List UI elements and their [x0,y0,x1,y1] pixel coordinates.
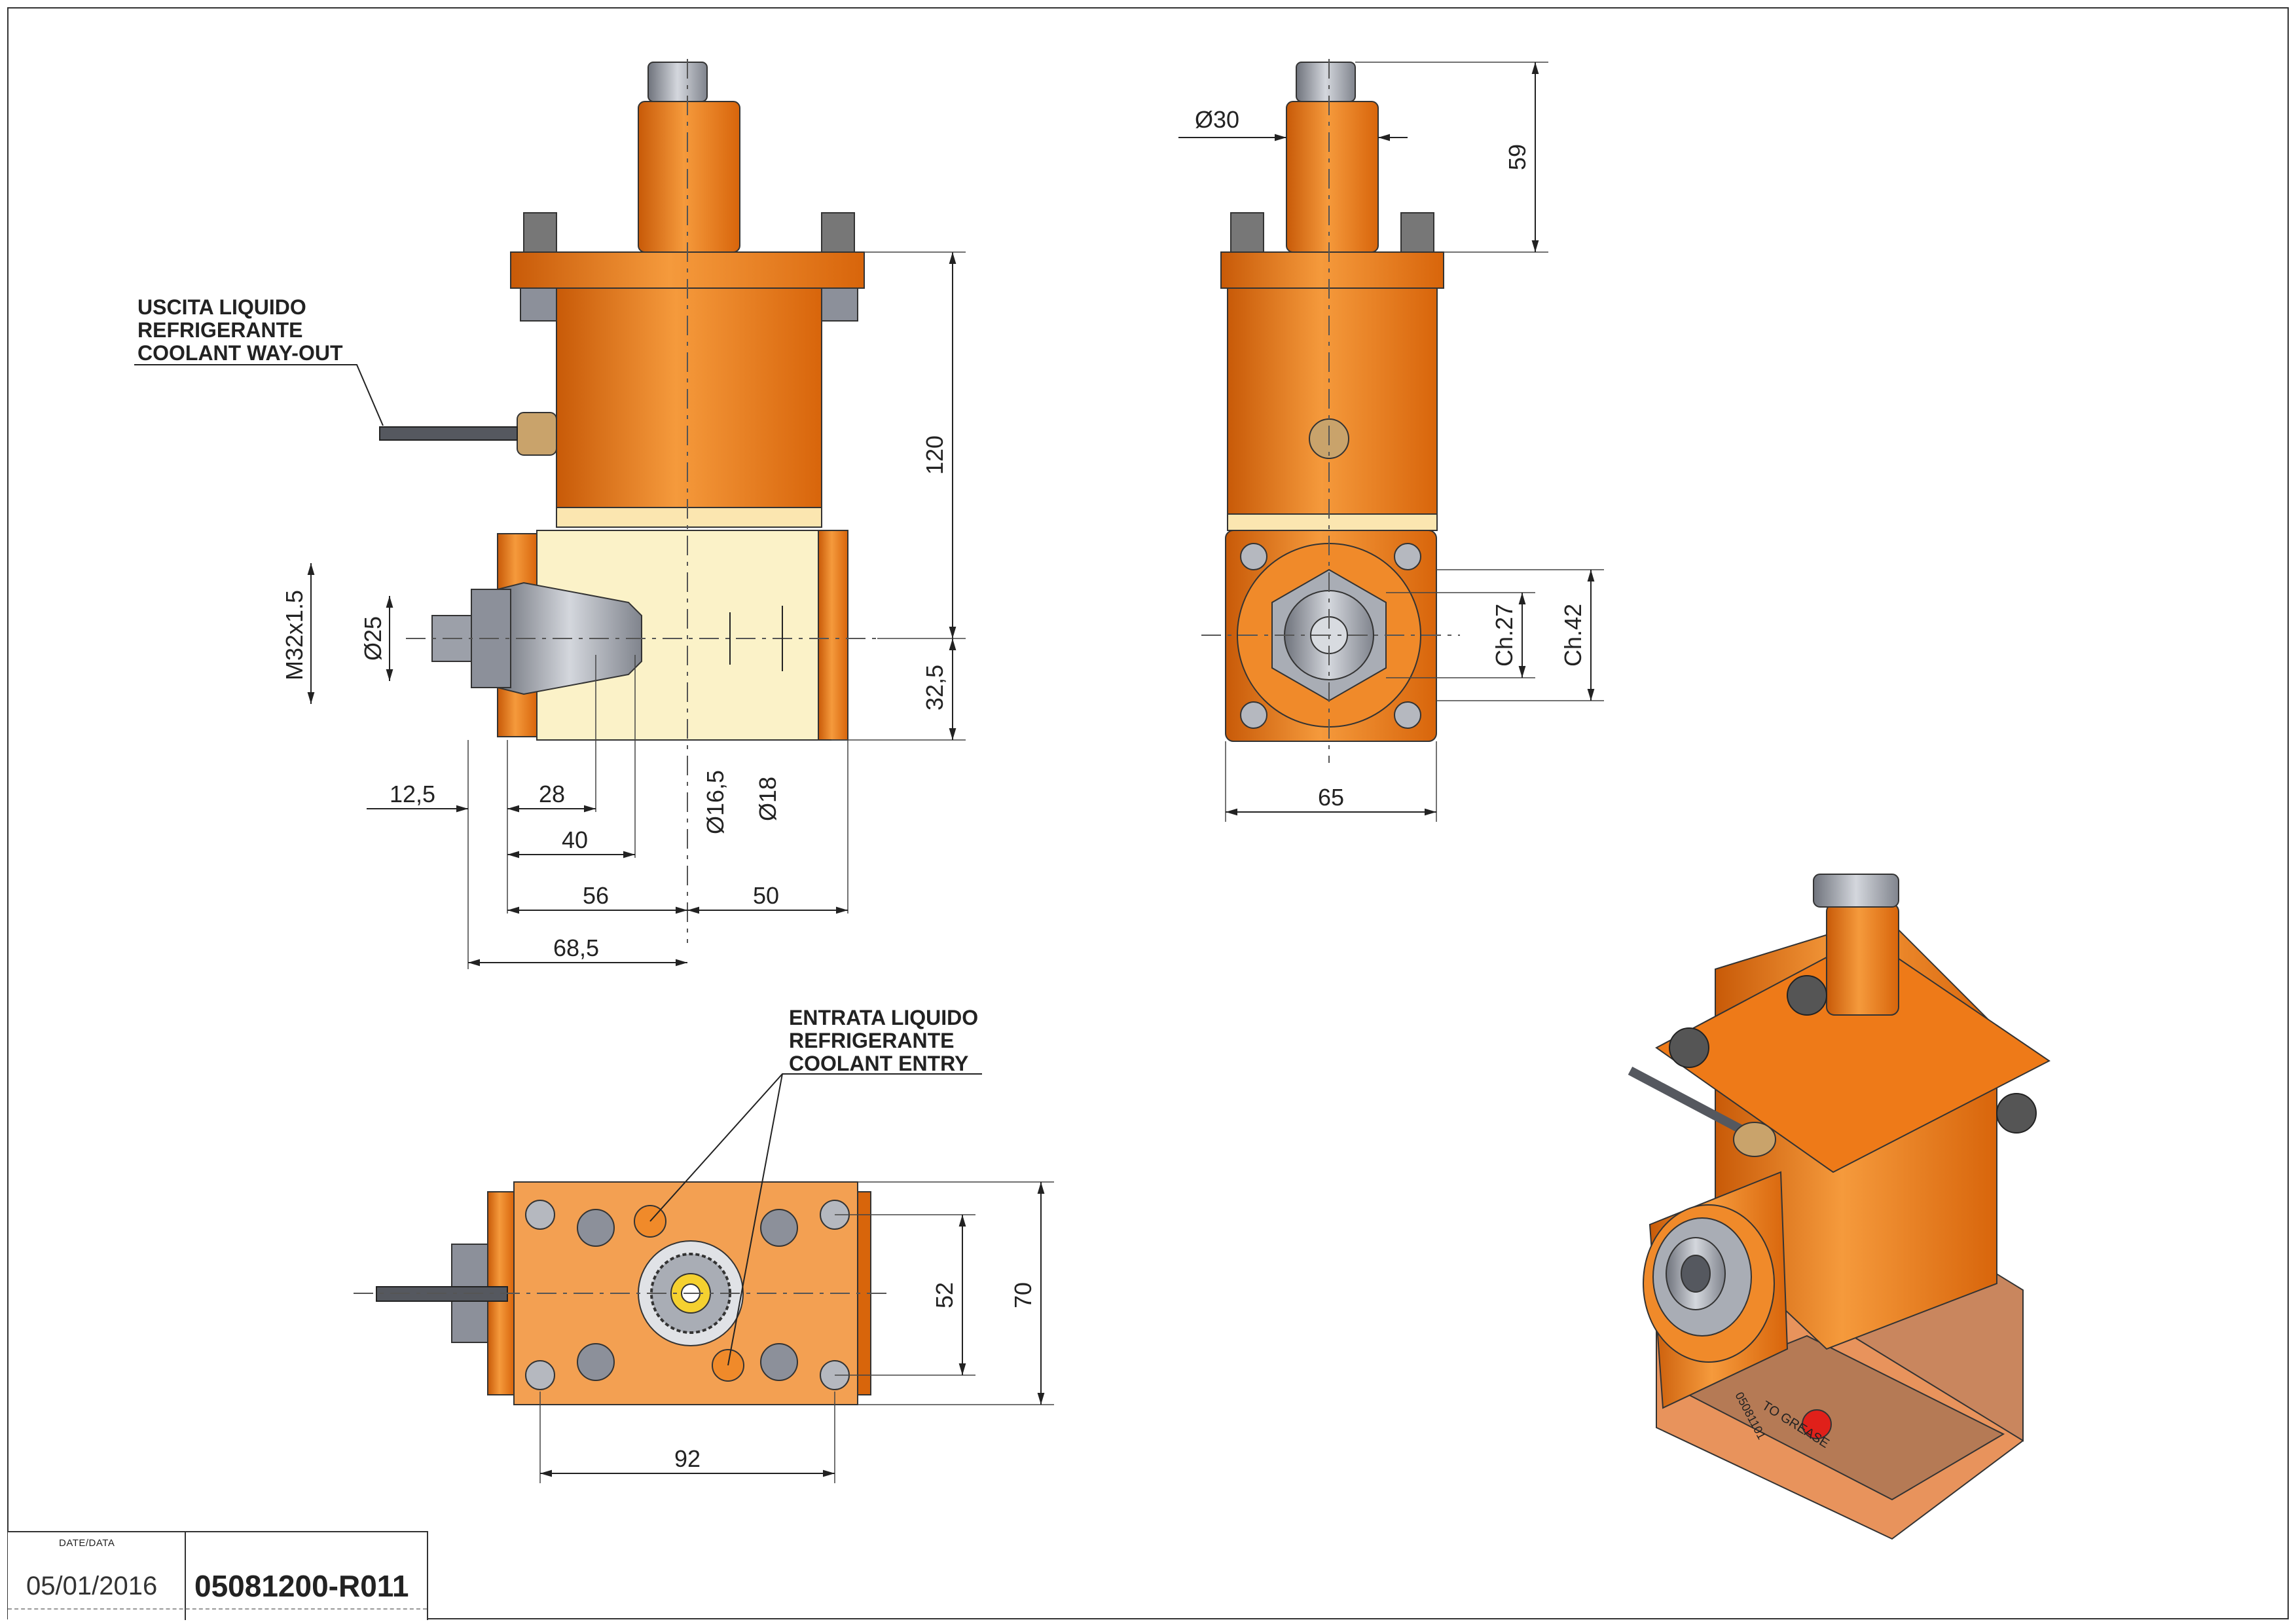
iso-bolt-3 [1996,1093,2037,1134]
dim-28: 28 [539,781,565,807]
side-flange [1220,251,1444,289]
dim-59: 59 [1504,144,1531,170]
date-label: DATE/DATA [59,1538,115,1549]
iso-coolant-pipe [1628,1066,1744,1134]
note-coolant-in-line3: COOLANT ENTRY [789,1052,968,1075]
dim-12-5: 12,5 [390,781,435,807]
dim-d16-5: Ø16,5 [702,770,729,834]
front-housing [556,287,822,525]
top-dims [539,1181,1054,1483]
drawing-date: 05/01/2016 [26,1572,158,1600]
drawing-code: 05081200-R011 [194,1569,409,1603]
dim-m32: M32x1.5 [281,590,308,680]
dim-40: 40 [562,826,588,853]
top-bolt-7 [760,1343,798,1381]
coolant-out-leader [134,364,384,426]
dim-68-5: 68,5 [553,934,599,961]
dim-ch42: Ch.42 [1559,604,1586,667]
front-stem [638,101,740,253]
side-top-nut [1296,62,1356,102]
iso-top-nut [1813,874,1899,908]
dim-d30: Ø30 [1195,106,1239,133]
iso-bolt-2 [1787,975,1827,1016]
dim-32-5: 32,5 [921,665,948,710]
side-screw-tl [1240,543,1267,570]
iso-grease-point [1802,1409,1832,1439]
note-coolant-out-line1: USCITA LIQUIDO [137,295,306,319]
front-lower-right-plate [818,530,848,741]
note-coolant-out-line3: COOLANT WAY-OUT [137,341,343,365]
top-bolt-1 [525,1200,555,1230]
side-bolt-right [1400,212,1434,253]
coolant-outlet-pipe [379,426,518,441]
front-top-nut [647,62,708,102]
side-screw-tr [1394,543,1421,570]
side-view [1178,59,1604,822]
iso-coolant-fitting [1733,1122,1776,1157]
iso-flange [1655,935,2050,1173]
dim-56: 56 [583,882,609,909]
dim-92: 92 [674,1445,701,1472]
side-dims [1178,62,1604,822]
dim-52: 52 [931,1282,958,1308]
dim-d25: Ø25 [359,616,386,661]
title-block: DATE/DATA 05/01/2016 05081200-R011 [8,1531,428,1620]
top-bolt-6 [577,1343,615,1381]
note-coolant-out-line2: REFRIGERANTE [137,318,302,342]
top-bolt-5 [525,1360,555,1390]
front-bolt-right [821,212,855,253]
dim-d18: Ø18 [754,777,781,821]
top-view [354,1073,1054,1483]
front-housing-base-band [556,507,822,528]
dim-50: 50 [753,882,779,909]
front-view [134,59,966,969]
note-coolant-in-line2: REFRIGERANTE [789,1029,954,1052]
title-block-divider [185,1532,186,1620]
sheet-border [7,7,2289,1619]
note-coolant-in-line1: ENTRATA LIQUIDO [789,1006,978,1029]
side-bolt-left [1230,212,1264,253]
iso-bolt-1 [1669,1027,1709,1068]
top-bolt-2 [577,1209,615,1247]
coolant-outlet-fitting [517,412,557,456]
side-screw-br [1394,701,1421,729]
side-stem [1286,101,1379,253]
front-bolt-left [523,212,557,253]
side-housing-band [1227,513,1438,531]
dim-70: 70 [1010,1282,1036,1308]
side-screw-bl [1240,701,1267,729]
dim-65: 65 [1318,784,1344,811]
dim-ch27: Ch.27 [1491,604,1518,667]
top-bolt-3 [760,1209,798,1247]
coolant-in-leader-2 [727,1073,783,1366]
iso-stem [1826,903,1899,1016]
side-housing [1227,287,1438,515]
front-horizontal-dims [367,655,848,969]
iso-collet-bore [1681,1255,1711,1293]
isometric-view [1628,874,2050,1540]
dim-120: 120 [921,435,948,475]
title-block-dashed-rule [8,1608,427,1610]
